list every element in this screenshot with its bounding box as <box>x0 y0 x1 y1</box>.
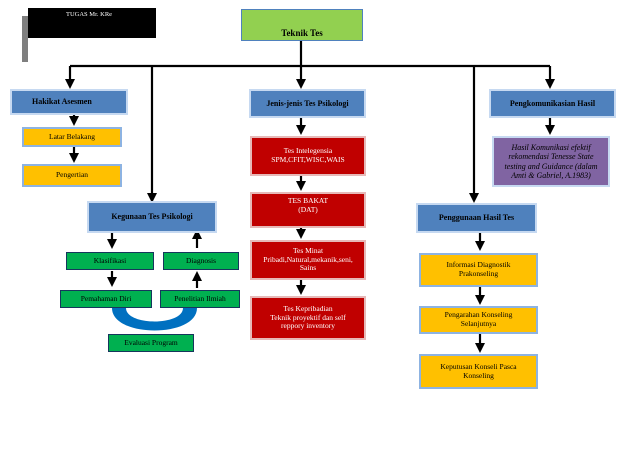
u-connector <box>112 308 197 331</box>
left-accent-bar <box>22 16 28 62</box>
item-pengarahan-konseling: Pengarahan Konseling Selanjutnya <box>419 306 538 334</box>
node-jenis-tes-psikologi: Jenis-jenis Tes Psikologi <box>249 89 366 118</box>
item-evaluasi-program: Evaluasi Program <box>108 334 194 352</box>
item-pemahaman-diri: Pemahaman Diri <box>60 290 152 308</box>
item-klasifikasi: Klasifikasi <box>66 252 154 270</box>
node-hakikat-asesmen: Hakikat Asesmen <box>10 89 128 115</box>
item-keputusan-konseli: Keputusan Konseli Pasca Konseling <box>419 354 538 389</box>
diagram-title: Teknik Tes <box>241 9 363 41</box>
item-diagnosis: Diagnosis <box>163 252 239 270</box>
assignment-tag: TUGAS Mr. KRe <box>28 8 156 38</box>
node-penggunaan-hasil-tes: Penggunaan Hasil Tes <box>416 203 537 233</box>
item-hasil-komunikasi: Hasil Komunikasi efektif rekomendasi Ten… <box>492 136 610 187</box>
item-tes-intelegensia: Tes Intelegensia SPM,CFIT,WISC,WAIS <box>250 136 366 176</box>
item-informasi-diagnostik: Informasi Diagnostik Prakonseling <box>419 253 538 287</box>
item-tes-minat: Tes Minat Pribadi,Natural,mekanik,seni, … <box>250 240 366 280</box>
item-pengertian: Pengertian <box>22 164 122 187</box>
item-tes-bakat: TES BAKAT (DAT) <box>250 192 366 228</box>
item-penelitian-ilmiah: Penelitian Ilmiah <box>160 290 240 308</box>
item-tes-kepribadian: Tes Kepribadian Teknik proyektif dan sel… <box>250 296 366 340</box>
node-kegunaan-tes-psikologi: Kegunaan Tes Psikologi <box>87 201 217 233</box>
item-latar-belakang: Latar Belakang <box>22 127 122 147</box>
node-pengkomunikasian-hasil: Pengkomunikasian Hasil <box>489 89 616 118</box>
